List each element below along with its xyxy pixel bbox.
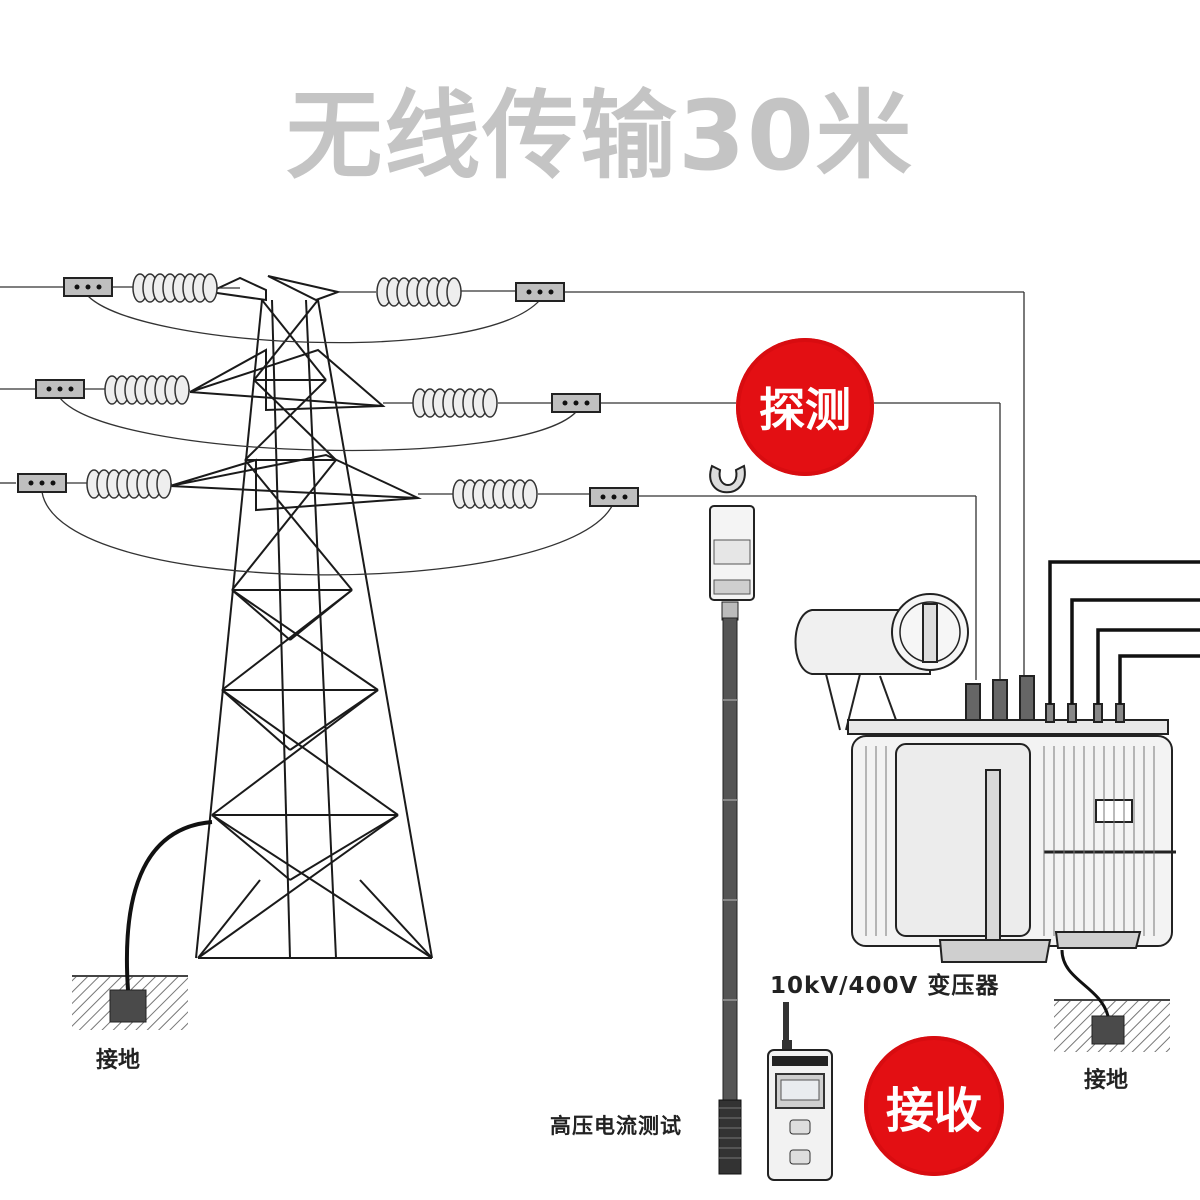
clamp-meter-icon [709,464,755,1175]
transformer-icon [794,593,1176,951]
hv-test-label: 高压电流测试 [550,1114,682,1138]
page-title: 无线传输30米 [286,80,914,192]
transformer-label: 10kV/400V 变压器 [770,973,1000,999]
ground-rod-icon [1054,949,1170,1052]
transmission-tower-icon [169,275,433,959]
ground-rod-icon [72,820,213,1030]
detect-badge: 探测 [736,338,874,476]
receiver-icon [767,1002,833,1181]
receive-badge: 接收 [864,1036,1004,1176]
ground-label-right: 接地 [1084,1068,1129,1093]
ground-label-left: 接地 [96,1048,141,1073]
insulator-icon [86,273,538,509]
